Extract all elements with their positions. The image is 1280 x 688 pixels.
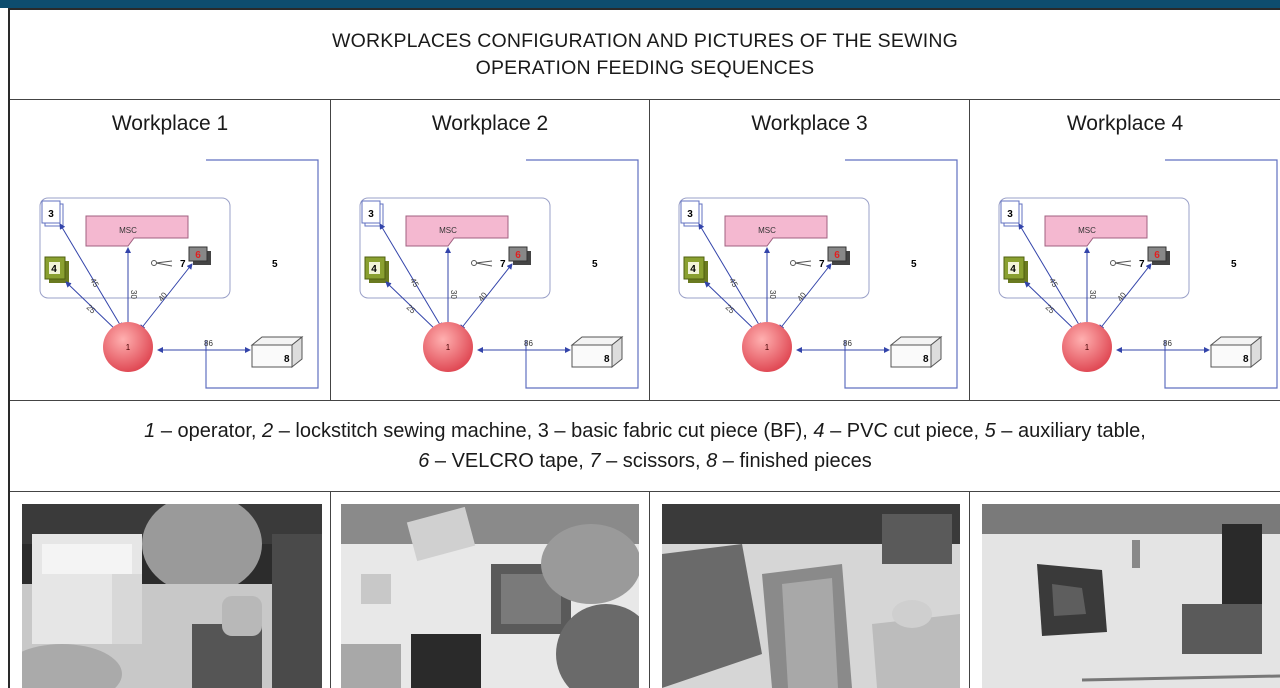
operator-label: 1	[446, 343, 451, 352]
item-5-label: 5	[272, 259, 278, 270]
item-4-label: 4	[51, 264, 57, 275]
photo-workplace-4	[982, 504, 1280, 688]
col-divider-4	[330, 492, 331, 688]
item-8-label: 8	[1243, 354, 1249, 365]
item-7-label: 7	[1139, 259, 1145, 270]
workplace-label-1: Workplace 1	[111, 112, 229, 135]
item-5-label: 5	[911, 259, 917, 270]
item-6-label: 6	[834, 250, 840, 261]
legend-line-1: 1 – operator, 2 – lockstitch sewing mach…	[144, 420, 1146, 442]
flow-arrow	[459, 263, 513, 331]
photo-workplace-2	[341, 504, 639, 688]
operator-circle	[103, 322, 153, 372]
distance-finished-label: 86	[524, 339, 533, 348]
col-divider-5	[649, 492, 650, 688]
workplace-diagram-1: 3 MSC 4 6 7 5 8 45 30 25 40 86	[16, 150, 336, 400]
item-7-label: 7	[500, 259, 506, 270]
distance-finished-label: 86	[843, 339, 852, 348]
workplace-diagram-4: 3 MSC 4 6 7 5 8 45 30 25 40 86	[975, 150, 1280, 400]
distance-msc-label: 30	[129, 290, 138, 299]
item-3-label: 3	[687, 209, 693, 220]
item-5-label: 5	[1231, 259, 1237, 270]
item-3-label: 3	[1007, 209, 1013, 220]
title-line-1: WORKPLACES CONFIGURATION AND PICTURES OF…	[332, 29, 958, 52]
table-title: WORKPLACES CONFIGURATION AND PICTURES OF…	[10, 10, 1280, 100]
distance-finished-label: 86	[204, 339, 213, 348]
flow-arrow	[139, 263, 193, 331]
distance-finished-label: 86	[1163, 339, 1172, 348]
aux-table-outline	[844, 159, 958, 389]
workplace-diagram-3: 3 MSC 4 6 7 5 8 45 30 25 40 86	[655, 150, 975, 400]
item-7-label: 7	[819, 259, 825, 270]
msc-label: MSC	[439, 226, 457, 235]
item-4-label: 4	[371, 264, 377, 275]
distance-pvc-label: 25	[1044, 303, 1057, 316]
photo-workplace-3	[662, 504, 960, 688]
workplace-label-3: Workplace 3	[751, 112, 868, 135]
item-3-label: 3	[48, 209, 54, 220]
col-divider-3	[969, 100, 970, 400]
aux-table-outline	[525, 159, 639, 389]
operator-circle	[1062, 322, 1112, 372]
photo-workplace-1	[22, 504, 322, 688]
msc-label: MSC	[119, 226, 137, 235]
legend: 1 – operator, 2 – lockstitch sewing mach…	[10, 400, 1280, 492]
workplace-label-2: Workplace 2	[431, 112, 549, 135]
col-divider-1	[330, 100, 331, 400]
item-4-label: 4	[690, 264, 696, 275]
item-8-label: 8	[284, 354, 290, 365]
flow-arrow	[1024, 281, 1078, 333]
workplace-diagram-2: 3 MSC 4 6 7 5 8 45 30 25 40 86	[336, 150, 656, 400]
operator-circle	[742, 322, 792, 372]
item-6-label: 6	[195, 250, 201, 261]
operator-label: 1	[1085, 343, 1090, 352]
aux-table-outline	[205, 159, 319, 389]
item-3-label: 3	[368, 209, 374, 220]
operator-label: 1	[765, 343, 770, 352]
flow-arrow	[1098, 263, 1152, 331]
flow-arrow	[65, 281, 119, 333]
flow-arrow	[704, 281, 758, 333]
item-6-label: 6	[515, 250, 521, 261]
distance-pvc-label: 25	[724, 303, 737, 316]
operator-label: 1	[126, 343, 131, 352]
col-divider-2	[649, 100, 650, 400]
item-7-label: 7	[180, 259, 186, 270]
col-divider-6	[969, 492, 970, 688]
distance-pvc-label: 25	[85, 303, 98, 316]
item-8-label: 8	[604, 354, 610, 365]
msc-label: MSC	[1078, 226, 1096, 235]
distance-pvc-label: 25	[405, 303, 418, 316]
item-6-label: 6	[1154, 250, 1160, 261]
legend-line-2: 6 – VELCRO tape, 7 – scissors, 8 – finis…	[418, 450, 872, 472]
flow-arrow	[385, 281, 439, 333]
workplace-label-4: Workplace 4	[1066, 112, 1184, 135]
title-line-2: OPERATION FEEDING SEQUENCES	[475, 56, 815, 79]
item-8-label: 8	[923, 354, 929, 365]
spacer	[10, 148, 1280, 149]
top-accent-bar	[0, 0, 1280, 8]
msc-label: MSC	[758, 226, 776, 235]
distance-msc-label: 30	[768, 290, 777, 299]
item-5-label: 5	[592, 259, 598, 270]
aux-table-outline	[1164, 159, 1278, 389]
distance-msc-label: 30	[1088, 290, 1097, 299]
flow-arrow	[778, 263, 832, 331]
table-frame	[8, 8, 1280, 688]
item-4-label: 4	[1010, 264, 1016, 275]
operator-circle	[423, 322, 473, 372]
distance-msc-label: 30	[449, 290, 458, 299]
